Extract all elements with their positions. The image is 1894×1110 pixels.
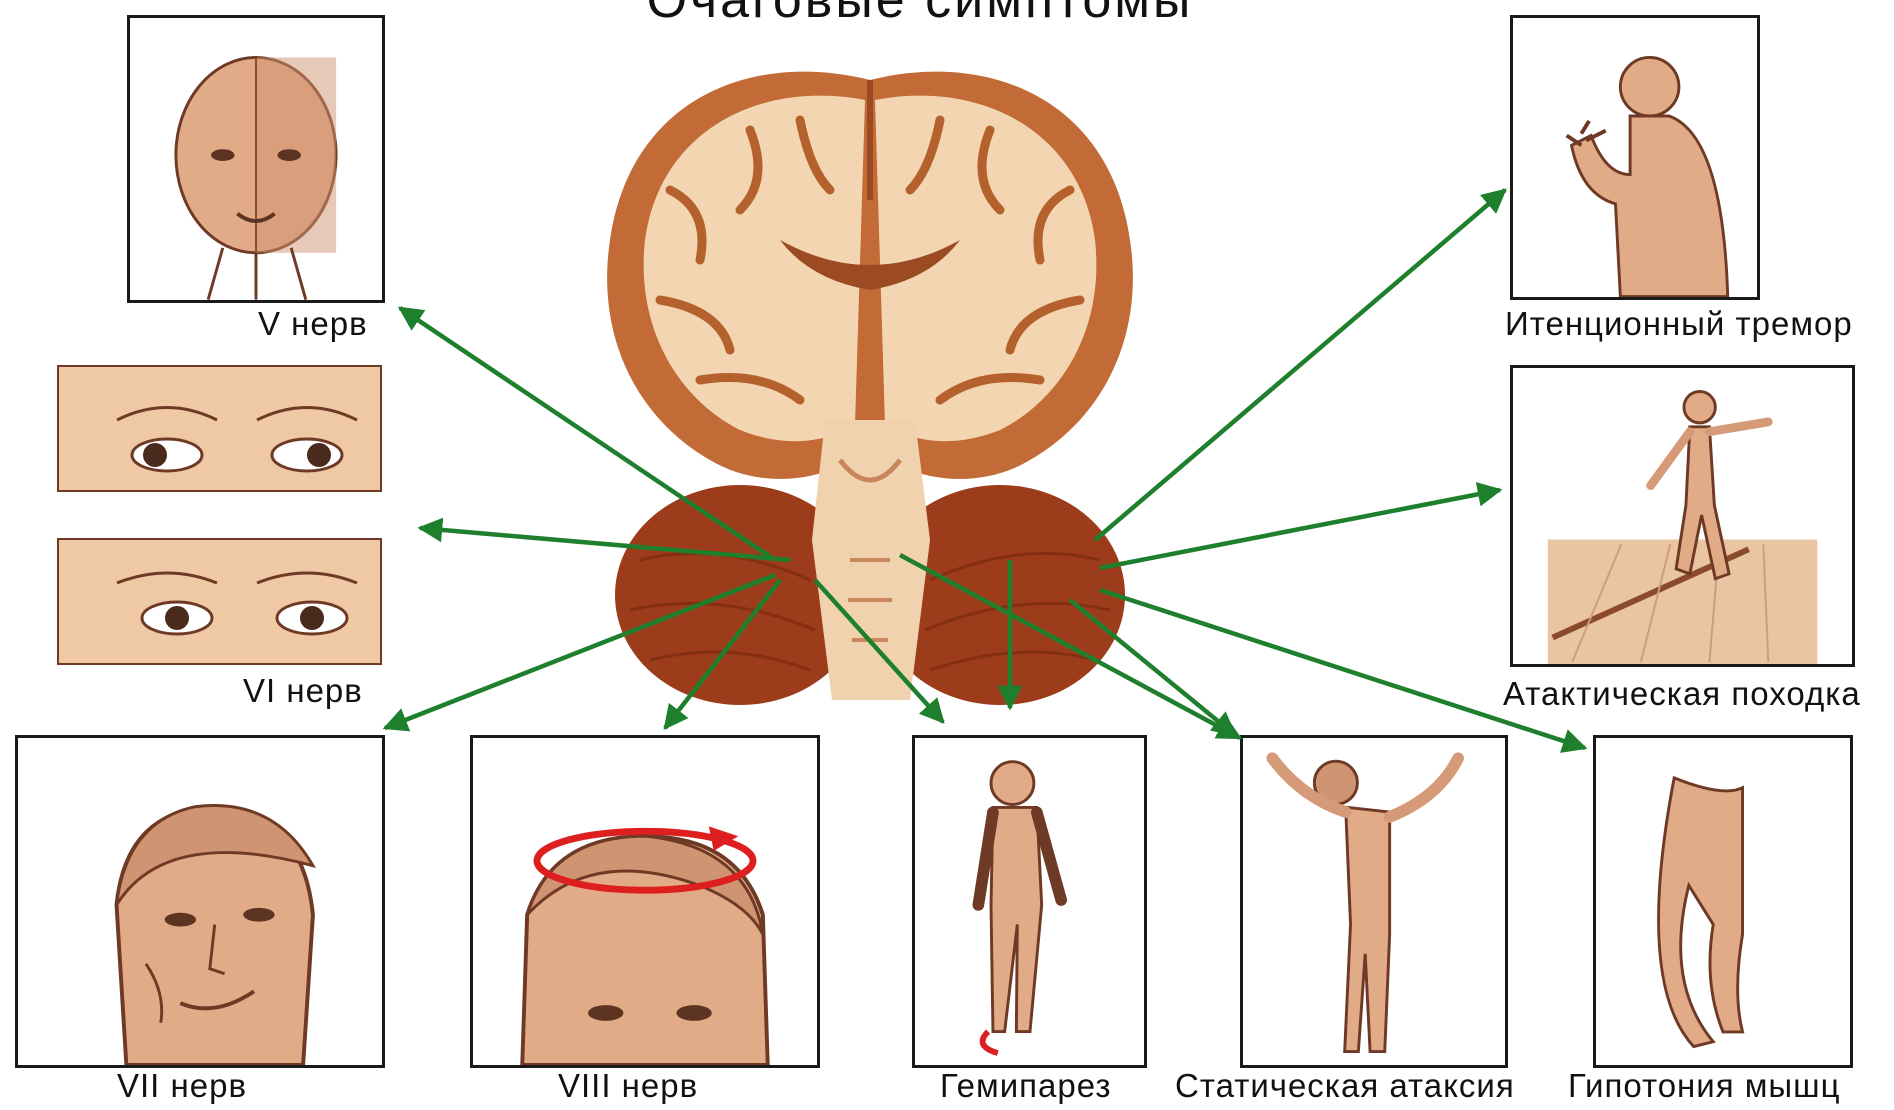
panel-ataxic-gait: [1510, 365, 1855, 667]
panel-cn8-head: [470, 735, 820, 1068]
eyes-illustration: [57, 365, 382, 492]
panel-hypotonia: [1593, 735, 1853, 1068]
panel-cn6-eyes-top: [57, 365, 382, 492]
caption-intention-tremor: Итенционный тремор: [1505, 305, 1853, 343]
arrow-to-ataxic-gait: [1100, 490, 1500, 568]
arrow-to-intention-tremor: [1095, 190, 1505, 540]
panel-intention-tremor: [1510, 15, 1760, 300]
hemiparesis-figure: [915, 738, 1144, 1065]
dizzy-head-illustration: [473, 738, 817, 1065]
intention-tremor-figure: [1513, 18, 1757, 297]
caption-hemiparesis: Гемипарез: [940, 1067, 1111, 1105]
static-ataxia-figure: [1243, 738, 1505, 1065]
panel-cn6-eyes-bottom: [57, 538, 382, 665]
diagram-title: Очаговые симптомы: [600, 0, 1240, 30]
legs-illustration: [1596, 738, 1850, 1065]
face-palsy-illustration: [18, 738, 382, 1065]
caption-cn8: VIII нерв: [558, 1067, 698, 1105]
panel-cn7-face: [15, 735, 385, 1068]
brain-illustration: [600, 40, 1140, 720]
panel-static-ataxia: [1240, 735, 1508, 1068]
caption-ataxic-gait: Атактическая походка: [1503, 675, 1861, 713]
face-illustration: [130, 18, 382, 300]
caption-cn5: V нерв: [258, 305, 368, 343]
caption-cn6: VI нерв: [243, 672, 363, 710]
eyes-illustration: [57, 538, 382, 665]
panel-hemiparesis: [912, 735, 1147, 1068]
ataxic-gait-figure: [1513, 368, 1852, 664]
caption-static-ataxia: Статическая атаксия: [1175, 1067, 1515, 1105]
panel-cn5-face: [127, 15, 385, 303]
caption-hypotonia: Гипотония мышц: [1568, 1067, 1841, 1105]
caption-cn7: VII нерв: [117, 1067, 247, 1105]
